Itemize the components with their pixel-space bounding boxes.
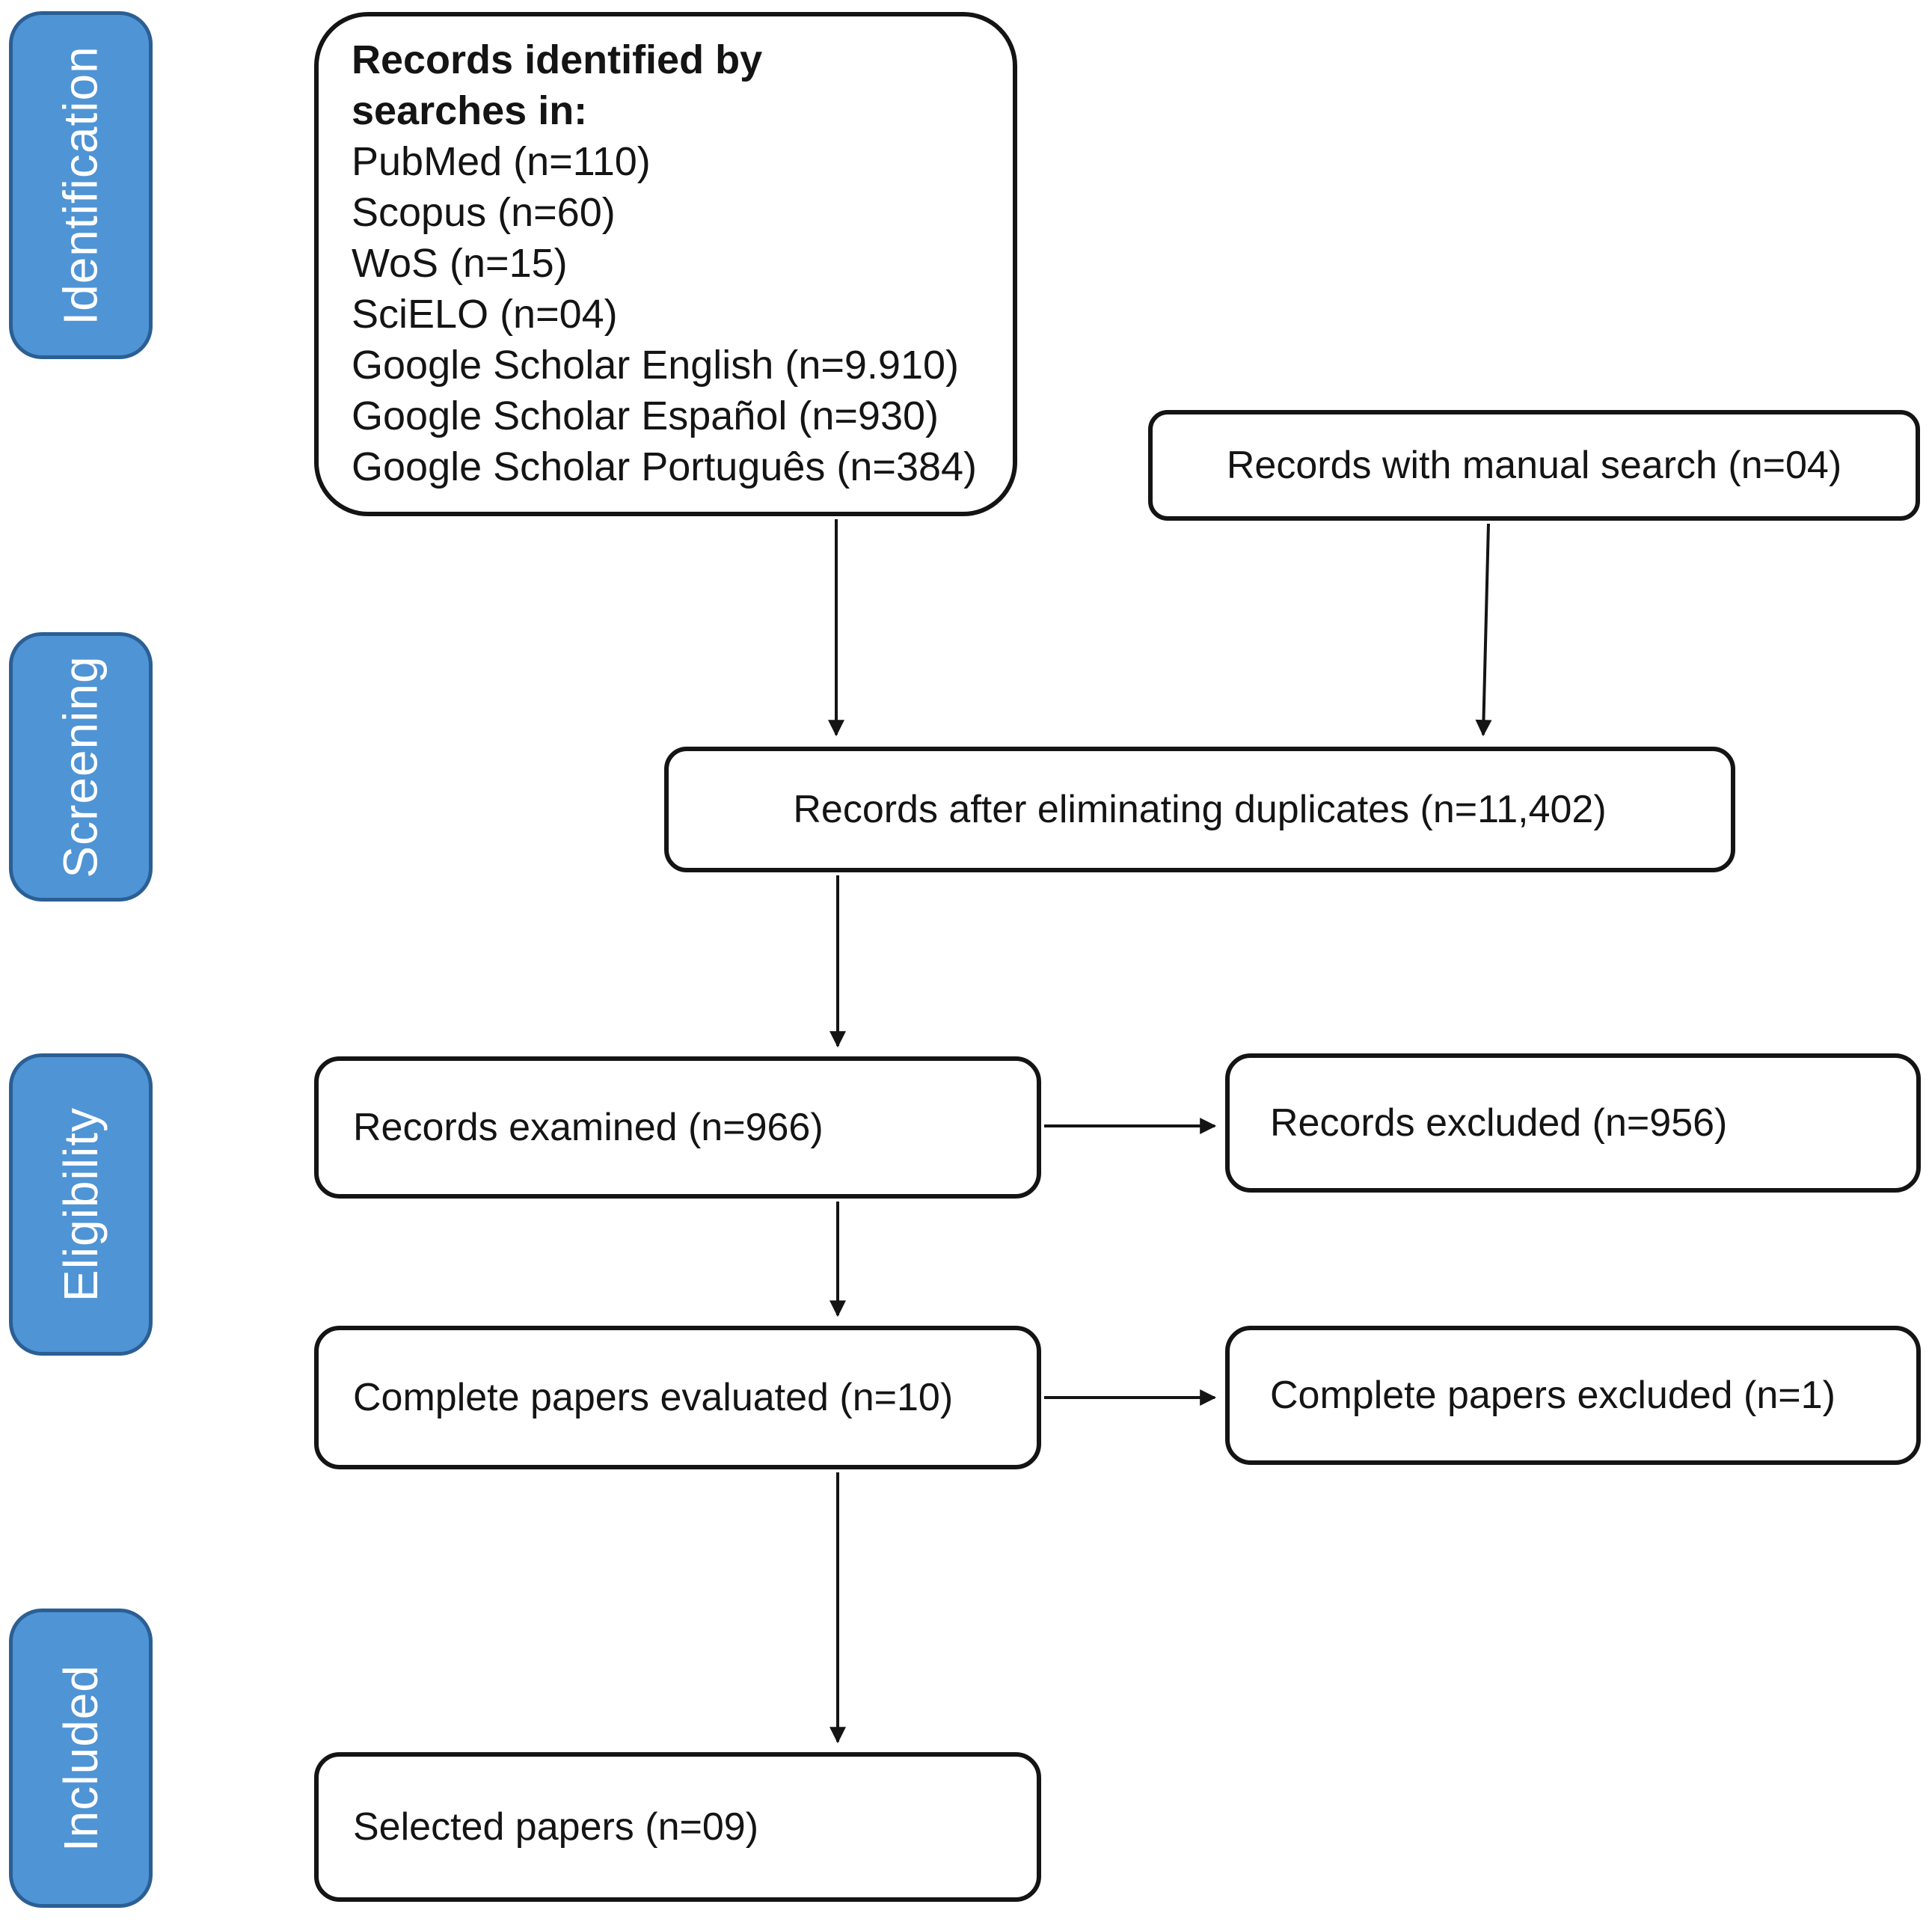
- stage-eligibility: Eligibility: [9, 1053, 153, 1356]
- box-records-examined: Records examined (n=966): [314, 1056, 1041, 1199]
- source-item-gs-english: Google Scholar English (n=9.910): [352, 343, 960, 388]
- stage-identification: Identification: [9, 11, 153, 359]
- source-item-scielo: SciELO (n=04): [352, 292, 618, 337]
- papers-excluded-label: Complete papers excluded (n=1): [1270, 1373, 1836, 1417]
- source-item-pubmed: PubMed (n=110): [352, 139, 651, 184]
- box-records-excluded: Records excluded (n=956): [1225, 1053, 1921, 1193]
- stage-eligibility-label: Eligibility: [54, 1107, 108, 1302]
- box-papers-evaluated: Complete papers evaluated (n=10): [314, 1326, 1041, 1469]
- stage-included-label: Included: [54, 1665, 108, 1852]
- source-item-scopus: Scopus (n=60): [352, 190, 616, 235]
- duplicates-removed-label: Records after eliminating duplicates (n=…: [793, 787, 1607, 831]
- box-records-identified: Records identified by searches in: PubMe…: [314, 12, 1017, 516]
- papers-evaluated-label: Complete papers evaluated (n=10): [353, 1375, 954, 1419]
- stage-screening: Screening: [9, 632, 153, 902]
- records-identified-title: Records identified by searches in:: [352, 37, 763, 133]
- box-selected-papers: Selected papers (n=09): [314, 1752, 1041, 1902]
- box-manual-search: Records with manual search (n=04): [1148, 410, 1920, 521]
- source-item-wos: WoS (n=15): [352, 241, 568, 286]
- stage-included: Included: [9, 1609, 153, 1908]
- stage-identification-label: Identification: [54, 45, 108, 325]
- records-examined-label: Records examined (n=966): [353, 1105, 824, 1149]
- stage-screening-label: Screening: [54, 655, 108, 878]
- box-papers-excluded: Complete papers excluded (n=1): [1225, 1326, 1921, 1465]
- source-item-gs-espanol: Google Scholar Español (n=930): [352, 394, 939, 438]
- selected-papers-label: Selected papers (n=09): [353, 1805, 759, 1849]
- arrow-manual-to-duplicates: [1475, 523, 1492, 737]
- records-excluded-label: Records excluded (n=956): [1270, 1101, 1728, 1145]
- box-duplicates-removed: Records after eliminating duplicates (n=…: [664, 747, 1735, 872]
- source-item-gs-portugues: Google Scholar Português (n=384): [352, 444, 978, 489]
- manual-search-label: Records with manual search (n=04): [1226, 443, 1842, 487]
